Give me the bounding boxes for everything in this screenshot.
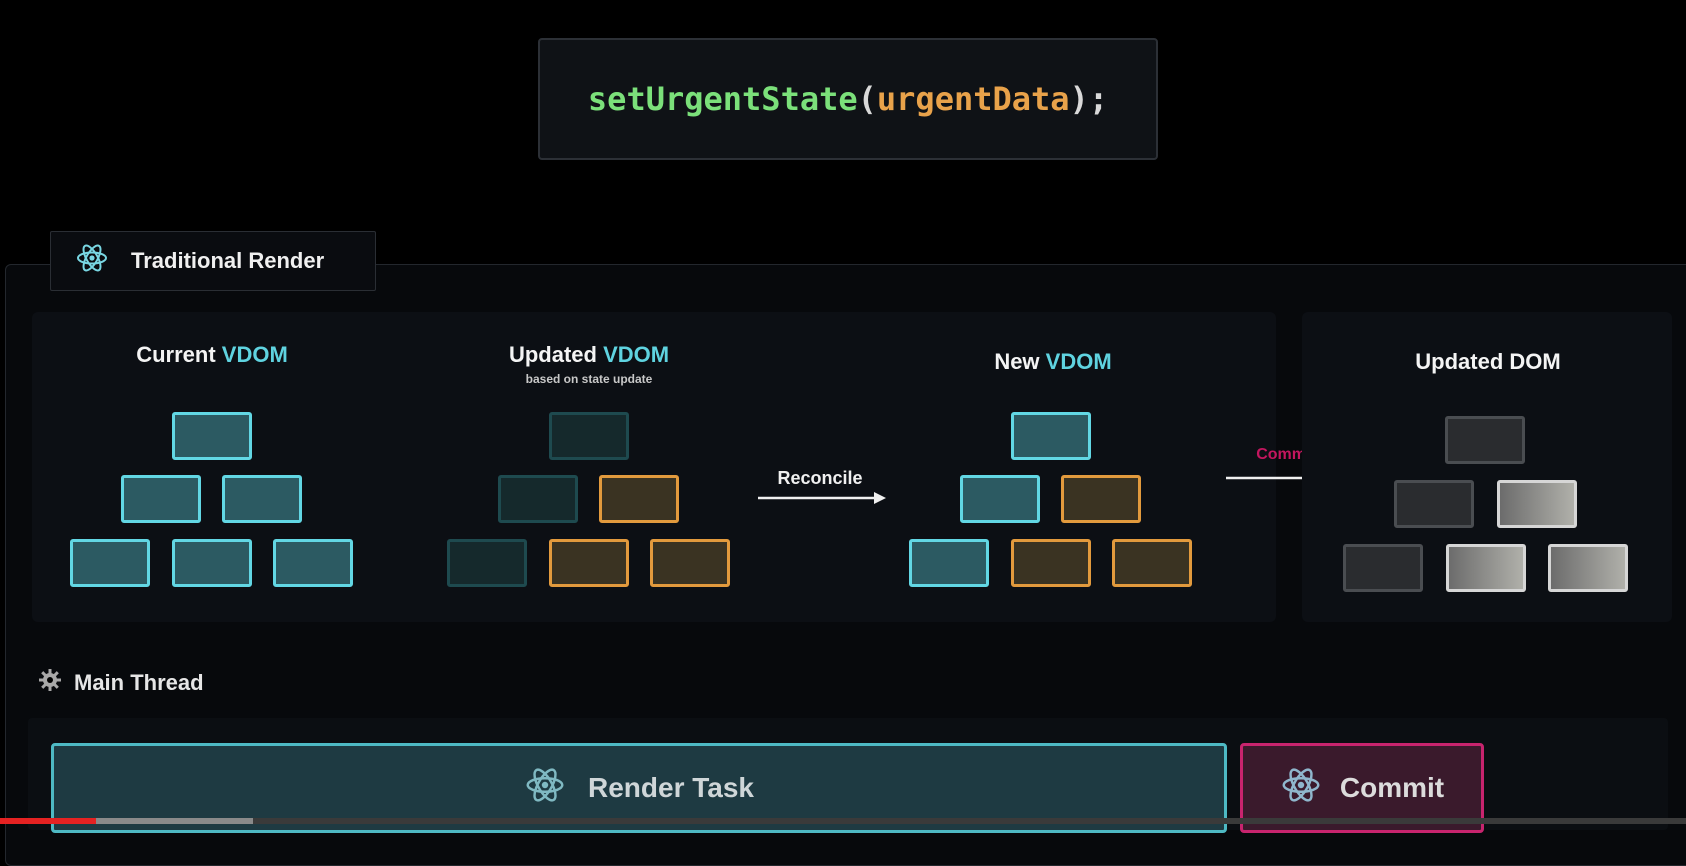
dom-node-updated [1497,480,1577,528]
code-argument: urgentData [876,80,1070,118]
reconcile-label: Reconcile [777,468,863,488]
current-vdom-node [121,475,201,523]
main-thread-label: Main Thread [38,668,204,698]
updated-vdom-highlight: VDOM [603,342,670,367]
section-header: Traditional Render [50,231,376,291]
updated-vdom-node-changed [549,539,629,587]
gear-icon [38,668,62,698]
new-vdom-title-text: New [994,349,1046,374]
new-vdom-highlight: VDOM [1045,349,1112,374]
new-vdom-node-changed [1061,475,1141,523]
code-function-name: setUrgentState [587,80,858,118]
react-atom-icon [1280,764,1322,813]
dom-node [1445,416,1525,464]
dom-node-updated [1548,544,1628,592]
dom-node-updated [1446,544,1526,592]
dom-node [1394,480,1474,528]
updated-dom-title: Updated DOM [1415,349,1561,374]
current-vdom-node [70,539,150,587]
current-vdom-title-text: Current [136,342,222,367]
video-progress-played [0,818,97,824]
commit-task-label: Commit [1339,772,1445,803]
react-atom-icon [75,241,109,281]
code-snippet: setUrgentState(urgentData); [538,38,1158,160]
updated-vdom-node-changed [599,475,679,523]
render-task-label: Render Task [588,772,754,803]
video-progress-buffered [0,818,253,824]
new-vdom-node [960,475,1040,523]
reconcile-arrow-icon [758,492,886,504]
updated-vdom-node [447,539,527,587]
dom-node [1343,544,1423,592]
react-atom-icon [524,764,566,813]
current-vdom-node [273,539,353,587]
updated-vdom-subtitle: based on state update [525,372,653,386]
main-thread-text: Main Thread [74,670,204,695]
current-vdom-node [172,539,252,587]
current-vdom-title: Current VDOM [112,342,312,368]
current-vdom-node [222,475,302,523]
code-close-paren: ); [1069,80,1109,118]
new-vdom-node-changed [1011,539,1091,587]
video-progress-bar[interactable] [0,818,1686,824]
updated-vdom-node [498,475,578,523]
new-vdom-node [1011,412,1091,460]
updated-vdom-node [549,412,629,460]
code-open-paren: ( [857,80,877,118]
updated-vdom-title-text: Updated [508,342,604,367]
updated-vdom-title: Updated VDOM [489,342,689,368]
current-vdom-node [172,412,252,460]
current-vdom-highlight: VDOM [221,342,288,367]
new-vdom-node-changed [1112,539,1192,587]
commit-arrow-label: Commit [1256,446,1316,463]
new-vdom-node [909,539,989,587]
updated-vdom-node-changed [650,539,730,587]
section-title: Traditional Render [131,248,325,273]
new-vdom-title: New VDOM [953,349,1153,375]
